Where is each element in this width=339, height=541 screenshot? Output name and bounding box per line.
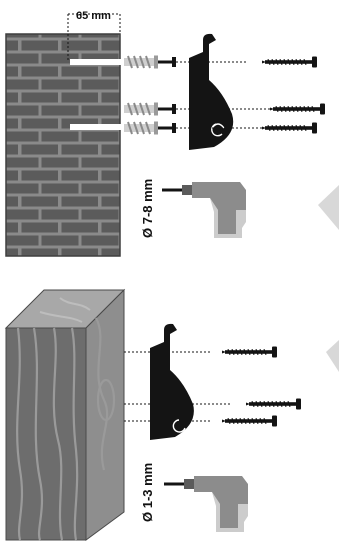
- wood-side-face: [85, 288, 125, 541]
- plug-upper: [123, 54, 177, 70]
- drill-icon-top: [162, 182, 246, 238]
- wood-beam-panel: Ø 1-3 mm: [4, 288, 302, 541]
- drill-bit-label-top: Ø 7-8 mm: [140, 179, 155, 238]
- drill-icon-bottom: [164, 476, 248, 532]
- wood-front-face: [5, 327, 87, 541]
- bracket-edge-shape-top: [318, 185, 339, 230]
- screw-bottom-upper: [221, 345, 278, 359]
- brick-wall: [6, 34, 120, 256]
- plug-lower: [123, 120, 177, 136]
- drill-hole-lower: [70, 124, 122, 130]
- screw-top-lower: [261, 121, 318, 135]
- bracket-icon-bottom: [150, 323, 194, 440]
- screw-bottom-lower: [221, 414, 278, 428]
- drill-hole-upper: [70, 59, 122, 65]
- screw-top-upper: [261, 55, 318, 69]
- spacing-label: 65 mm: [76, 10, 111, 22]
- wood-grain: [16, 317, 116, 541]
- bracket-icon: [189, 33, 234, 150]
- plug-middle: [123, 101, 177, 117]
- bracket-edge-shape-bottom: [326, 340, 339, 372]
- drill-bit-label-bottom: Ø 1-3 mm: [140, 463, 155, 522]
- brick-wall-panel: 65 mm Ø 7-8 mm: [5, 10, 326, 257]
- screw-top-middle: [269, 102, 326, 116]
- screw-bottom-middle: [245, 397, 302, 411]
- spacing-dimension: 65 mm: [67, 10, 121, 60]
